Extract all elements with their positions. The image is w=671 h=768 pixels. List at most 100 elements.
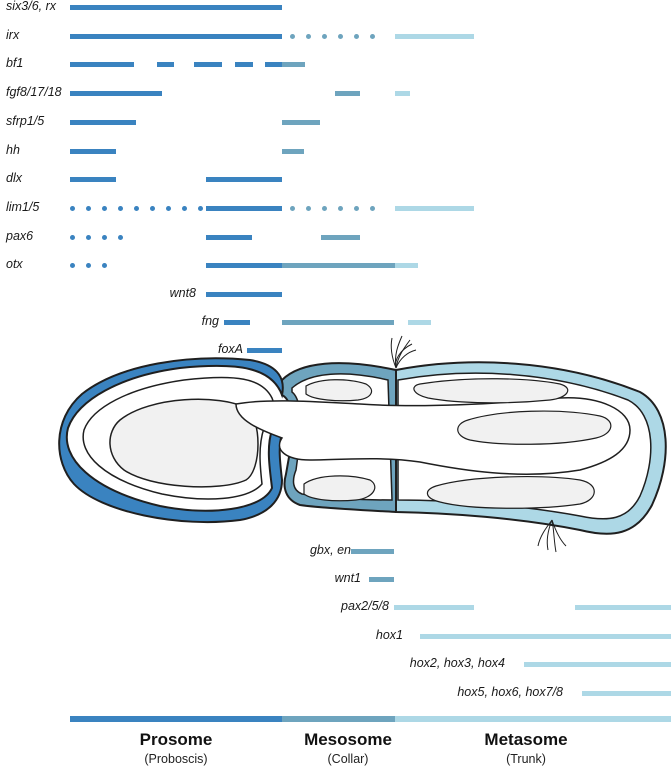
top-bar-2-3 <box>235 62 253 67</box>
gene-label-gbx-en: gbx, en <box>309 543 351 557</box>
top-bar-5-1 <box>282 149 304 154</box>
top-dotted-7-2 <box>290 206 380 211</box>
expression-dot <box>306 206 311 211</box>
top-bar-9-3 <box>395 263 418 268</box>
expression-dot <box>102 263 107 268</box>
top-bar-4-1 <box>282 120 320 125</box>
gene-label-foxa: foxA <box>217 342 243 356</box>
top-bar-11-2 <box>408 320 431 325</box>
top-bar-0-0 <box>70 5 282 10</box>
top-bar-2-1 <box>157 62 174 67</box>
gene-label-pax2: pax2/5/8 <box>341 599 389 613</box>
top-bar-2-0 <box>70 62 134 67</box>
expression-dot <box>86 263 91 268</box>
gene-label-fgf8: fgf8/17/18 <box>6 85 62 99</box>
axis-segment-metasome <box>395 716 671 722</box>
top-bar-5-0 <box>70 149 116 154</box>
gene-label-six3-rx: six3/6, rx <box>6 0 57 13</box>
gene-label-hox2-4: hox2, hox3, hox4 <box>409 656 505 670</box>
top-bar-2-4 <box>265 62 282 67</box>
gene-label-lim1: lim1/5 <box>6 200 40 214</box>
top-bar-11-1 <box>282 320 394 325</box>
top-bar-6-0 <box>70 177 116 182</box>
expression-dot <box>290 206 295 211</box>
gill-bar <box>457 410 612 445</box>
expression-dot <box>338 206 343 211</box>
gene-label-otx: otx <box>6 257 23 271</box>
top-bar-2-2 <box>194 62 222 67</box>
top-bar-6-1 <box>206 177 282 182</box>
top-bar-8-1 <box>206 235 252 240</box>
gene-label-hh: hh <box>6 143 20 157</box>
top-bar-10-0 <box>206 292 282 297</box>
top-bar-3-1 <box>335 91 360 96</box>
expression-dot <box>102 206 107 211</box>
expression-dot <box>70 235 75 240</box>
gene-label-hox1: hox1 <box>375 628 403 642</box>
top-bar-9-2 <box>282 263 395 268</box>
top-bar-4-0 <box>70 120 136 125</box>
expression-dot <box>86 235 91 240</box>
top-dotted-8-0 <box>70 235 123 240</box>
region-name-metasome: Metasome <box>484 730 568 749</box>
gene-label-bf1: bf1 <box>6 56 24 70</box>
top-bar-3-0 <box>70 91 162 96</box>
ventral-cilia-tuft <box>537 519 567 553</box>
region-sub-metasome: (Trunk) <box>506 752 546 766</box>
region-sub-prosome: (Proboscis) <box>144 752 208 766</box>
expression-dot <box>290 34 295 39</box>
region-sub-mesosome: (Collar) <box>327 752 369 766</box>
expression-dot <box>102 235 107 240</box>
top-bar-1-0 <box>70 34 282 39</box>
expression-dot <box>354 206 359 211</box>
top-dotted-1-1 <box>290 34 380 39</box>
top-bar-7-1 <box>206 206 282 211</box>
top-bar-2-5 <box>282 62 305 67</box>
bottom-bar-0-0 <box>351 549 394 554</box>
proboscis-coelom <box>109 398 259 488</box>
gene-label-wnt8: wnt8 <box>169 286 196 300</box>
expression-dot <box>70 263 75 268</box>
collar-cavity-lower <box>303 475 376 502</box>
bottom-bar-3-0 <box>420 634 671 639</box>
gene-label-pax6: pax6 <box>6 229 34 243</box>
top-bar-12-0 <box>247 348 282 353</box>
bottom-bar-2-0 <box>394 605 474 610</box>
top-dotted-7-0 <box>70 206 203 211</box>
expression-dot <box>118 235 123 240</box>
expression-dot <box>166 206 171 211</box>
trunk-cavity-lower <box>426 476 595 509</box>
expression-dot <box>134 206 139 211</box>
expression-dot <box>370 34 375 39</box>
expression-dot <box>70 206 75 211</box>
gene-label-wnt1: wnt1 <box>334 571 361 585</box>
expression-dot <box>306 34 311 39</box>
expression-dot <box>322 206 327 211</box>
gene-label-fng: fng <box>201 314 219 328</box>
region-name-prosome: Prosome <box>139 730 213 749</box>
bottom-bar-4-0 <box>524 662 671 667</box>
dorsal-cilia-tuft <box>390 335 417 369</box>
gene-label-dlx: dlx <box>6 171 22 185</box>
region-name-mesosome: Mesosome <box>304 730 392 749</box>
bottom-bar-5-0 <box>582 691 671 696</box>
expression-dot <box>118 206 123 211</box>
gene-label-hox5-8: hox5, hox6, hox7/8 <box>457 685 563 699</box>
top-dotted-9-0 <box>70 263 107 268</box>
expression-dot <box>338 34 343 39</box>
collar-cavity-upper <box>305 379 373 402</box>
expression-dot <box>354 34 359 39</box>
top-bar-7-3 <box>395 206 474 211</box>
top-bar-8-2 <box>321 235 360 240</box>
gene-label-irx: irx <box>6 28 20 42</box>
expression-dot <box>322 34 327 39</box>
expression-dot <box>182 206 187 211</box>
bottom-bar-1-0 <box>369 577 394 582</box>
expression-dot <box>198 206 203 211</box>
axis-segment-prosome <box>70 716 282 722</box>
bottom-bar-2-1 <box>575 605 671 610</box>
top-bar-11-0 <box>224 320 250 325</box>
axis-segment-mesosome <box>282 716 395 722</box>
